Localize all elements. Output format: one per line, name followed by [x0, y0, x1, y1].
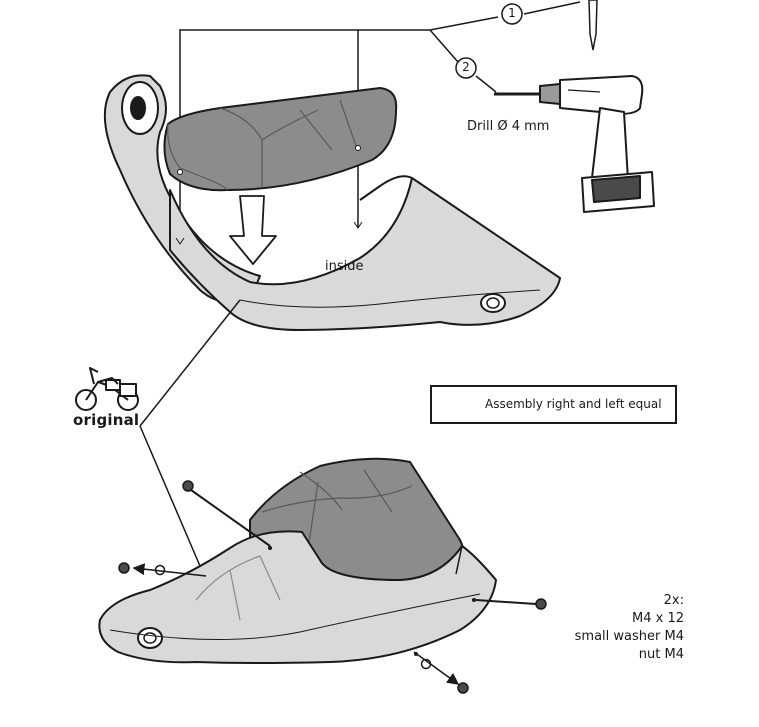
- handguard-assembled-view: [98, 457, 497, 664]
- original-leader-up: [139, 299, 241, 427]
- fastener-set: [118, 480, 547, 694]
- callout-2-circle: [455, 57, 477, 79]
- hardware-list: 2x: M4 x 12 small washer M4 nut M4: [575, 592, 684, 664]
- drill-size-label: Drill Ø 4 mm: [467, 119, 550, 134]
- fit-arrow: [229, 195, 277, 265]
- callout-2-leader: [475, 75, 497, 93]
- awl-icon: [588, 0, 598, 51]
- handguard-inside-view: [103, 74, 561, 331]
- screw-icon-right: [475, 598, 547, 610]
- nut-icon-left: [118, 562, 207, 577]
- hardware-item: small washer M4: [574, 629, 684, 644]
- nut-icon-bottom: [413, 651, 469, 694]
- original-leader-down: [139, 425, 207, 581]
- callout-2-number: 2: [462, 60, 470, 74]
- callout-1-circle: [501, 3, 523, 25]
- original-label: original: [73, 411, 140, 429]
- drill-icon: [494, 75, 655, 213]
- hardware-quantity: 2x:: [663, 593, 684, 608]
- assembly-note-text: Assembly right and left equal: [485, 397, 662, 411]
- hardware-item: M4 x 12: [632, 611, 684, 626]
- assembly-note-box: [430, 385, 677, 424]
- callout-1-number: 1: [508, 6, 516, 20]
- inside-label: inside: [325, 259, 364, 274]
- screw-icon-top: [182, 480, 271, 547]
- motorcycle-icon: [75, 367, 139, 411]
- hardware-item: nut M4: [638, 647, 684, 662]
